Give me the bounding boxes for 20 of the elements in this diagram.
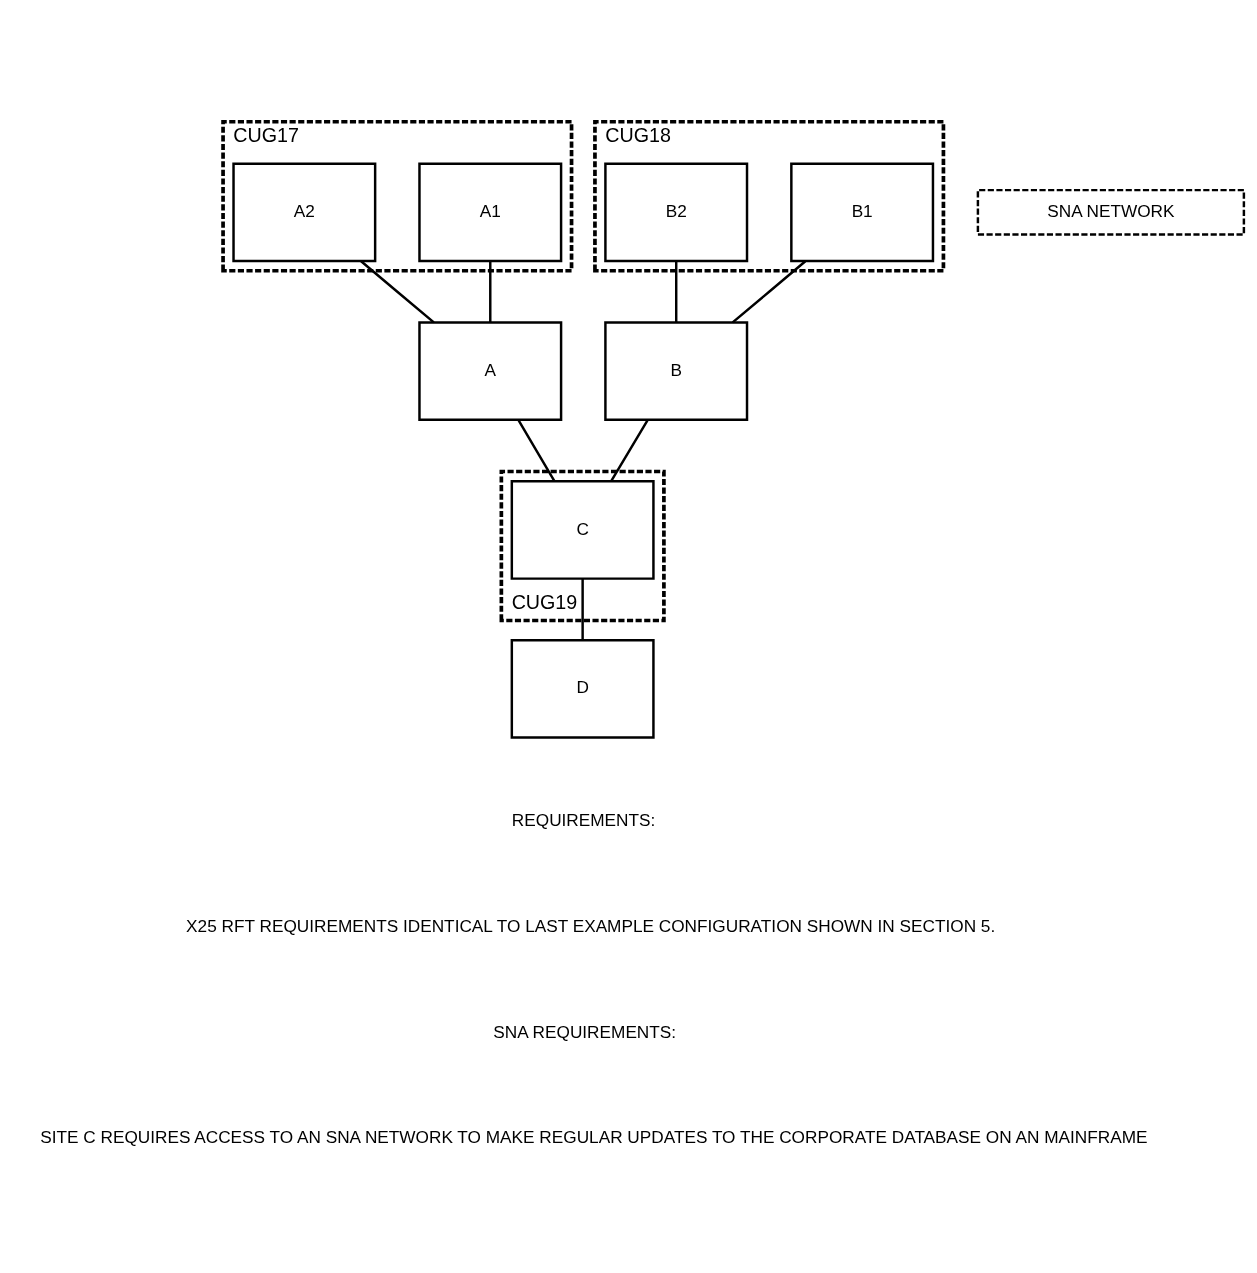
- node-box: SNA NETWORK: [976, 188, 1246, 236]
- node-box: A1: [418, 162, 563, 263]
- node-box: B2: [604, 162, 749, 263]
- connector: [517, 419, 556, 482]
- label: X25 RFT REQUIREMENTS IDENTICAL TO LAST EXAMPLE CONFIGURATION SHOWN IN SECTION 5.: [186, 915, 996, 936]
- node-box: A2: [232, 162, 377, 263]
- node-box: B: [604, 321, 749, 421]
- label: SITE C REQUIRES ACCESS TO AN SNA NETWORK TO MAKE REGULAR UPDATES TO THE CORPORATE DATABASE ON AN MAINFRAME: [40, 1127, 1148, 1148]
- node-box: D: [510, 638, 655, 739]
- node-box: A: [418, 321, 563, 421]
- connector: [610, 419, 649, 482]
- connector: [360, 260, 435, 324]
- node-box: B1: [790, 162, 935, 263]
- label: REQUIREMENTS:: [511, 809, 656, 830]
- connector: [731, 260, 807, 324]
- node-box: C: [510, 480, 655, 580]
- connector: [489, 261, 492, 323]
- label: SNA REQUIREMENTS:: [493, 1021, 677, 1042]
- connector: [581, 579, 584, 641]
- connector: [675, 261, 678, 323]
